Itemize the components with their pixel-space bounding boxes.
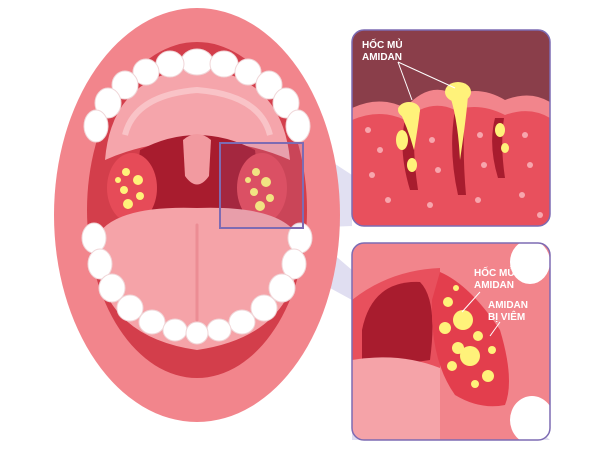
bottom-pus-label-line2: AMIDAN bbox=[474, 280, 514, 291]
lower-teeth bbox=[81, 222, 313, 345]
tonsil-right-pus bbox=[245, 168, 274, 211]
uvula bbox=[183, 134, 211, 185]
top-pus-label-line2: AMIDAN bbox=[362, 52, 402, 63]
mouth-illustration bbox=[54, 8, 340, 422]
bottom-leader-2 bbox=[489, 321, 501, 337]
tonsil-right bbox=[237, 153, 287, 223]
top-pus-label-line1: HỐC MỦ bbox=[362, 37, 403, 51]
bottom-panel-pus bbox=[439, 285, 496, 388]
top-leader-1 bbox=[397, 61, 413, 101]
bottom-zoom-panel: HỐC MỦ AMIDAN AMIDAN BỊ VIÊM bbox=[351, 242, 551, 441]
top-zoom-panel: HỐC MỦ AMIDAN bbox=[351, 29, 551, 227]
tonsil-left-pus bbox=[115, 168, 144, 209]
highlight-box bbox=[219, 142, 304, 229]
palate-ridge bbox=[122, 86, 273, 136]
tongue-base bbox=[352, 357, 440, 440]
bottom-panel-border bbox=[351, 242, 551, 441]
inflamed-label-line2: BỊ VIÊM bbox=[488, 310, 525, 323]
top-panel-border bbox=[351, 29, 551, 227]
top-panel-pus bbox=[396, 82, 509, 172]
inflamed-label-line1: AMIDAN bbox=[488, 300, 528, 311]
palate bbox=[105, 68, 290, 160]
top-leader-2 bbox=[397, 61, 456, 89]
tonsil-tissue-inner bbox=[352, 105, 550, 226]
bottom-leader-1 bbox=[461, 291, 481, 313]
upper-teeth bbox=[83, 48, 311, 143]
tissue-dots bbox=[365, 127, 543, 218]
bottom-panel-teeth bbox=[510, 243, 550, 440]
throat-opening bbox=[362, 281, 433, 365]
tonsil-left bbox=[107, 153, 157, 223]
bottom-pus-label-line1: HỐC MỦ bbox=[474, 265, 515, 279]
